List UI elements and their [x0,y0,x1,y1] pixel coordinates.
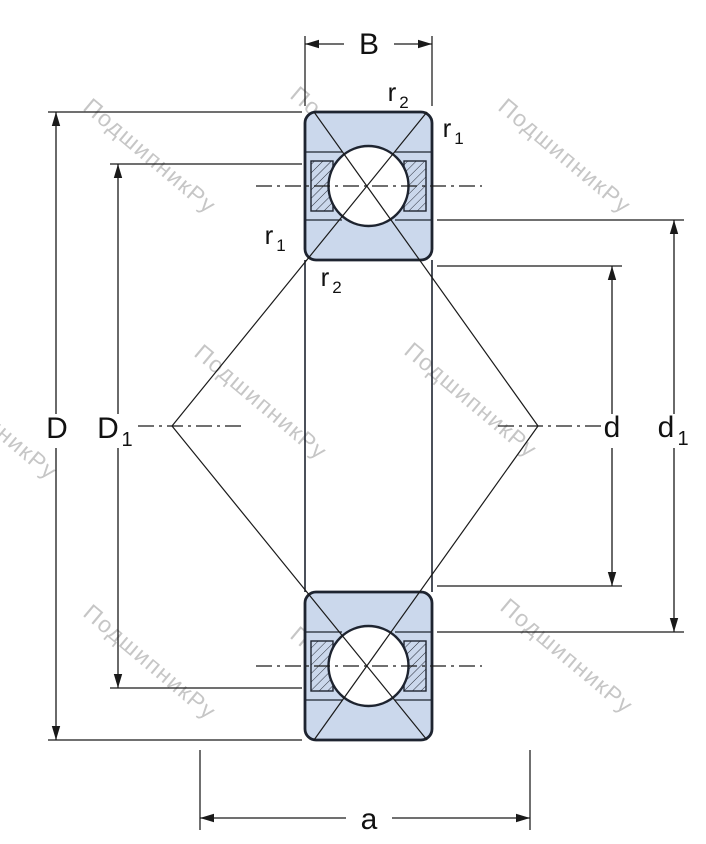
label-r1-left: r [265,220,274,250]
label-D1-subscript: 1 [121,429,132,451]
label-d1-subscript: 1 [677,428,688,450]
label-D: D [46,412,68,445]
raceway-shoulder-lines-bottom [306,631,431,701]
label-a: a [361,803,378,836]
centerlines [138,185,602,667]
label-r2-bottom-subscript: 2 [332,278,341,297]
label-r1-left-subscript: 1 [276,236,285,255]
watermark-text: ПодшипникРу [190,339,333,465]
label-D1: D [97,412,119,445]
label-d: d [604,411,621,444]
ball-bottom [327,624,410,708]
dimension-D: D [46,111,302,741]
fillet-labels: r 2 r 1 r 1 r 2 [265,77,464,297]
contact-angle-lines [171,111,539,741]
raceway-shoulder-lines-top [306,151,431,221]
dimension-d1: d 1 [437,219,689,633]
label-r1-right-subscript: 1 [454,129,463,148]
label-r1-right: r [443,113,452,143]
dimension-D1: D 1 [97,163,302,689]
label-d1: d [658,411,675,444]
label-r2-top-subscript: 2 [399,93,408,112]
watermark-text: ПодшипникРу [79,599,222,725]
watermark-text: ПодшипникРу [400,337,543,463]
dimension-a: a [199,750,531,836]
dimension-B: B [304,28,433,106]
label-B: B [359,28,379,61]
dimension-d: d [437,265,622,587]
label-r2-bottom: r [321,262,330,292]
label-r2-top: r [388,77,397,107]
watermark-text: ПодшипникРу [496,593,639,719]
ball-top [327,144,410,228]
watermark-text: ПодшипникРу [494,93,637,219]
silhouette-lines [304,260,433,592]
ring-sections [303,110,434,742]
